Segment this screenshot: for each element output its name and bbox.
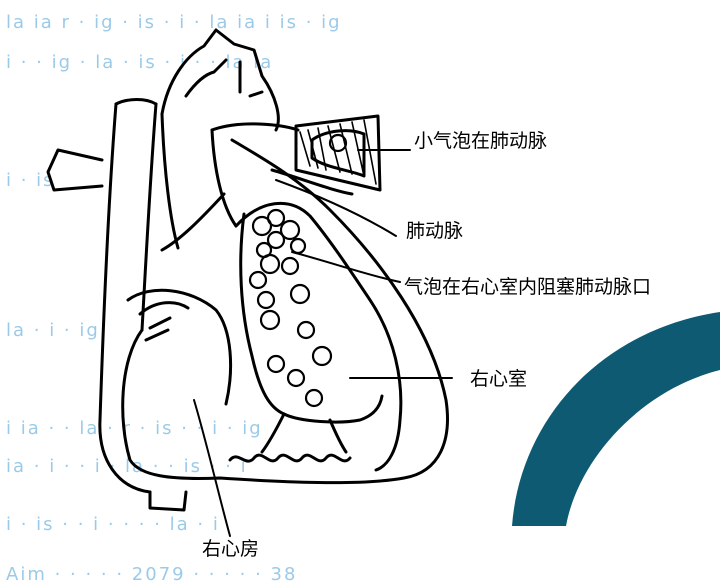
- label-pulmonary-artery: 肺动脉: [406, 222, 463, 241]
- label-bubble-in-pulmonary-artery: 小气泡在肺动脉: [414, 132, 547, 151]
- inferior-vena-cava: [150, 492, 186, 510]
- air-bubbles: [250, 135, 346, 406]
- pulmonary-branch: [296, 116, 380, 190]
- aortic-arch: [162, 30, 278, 130]
- brachiocephalic-vein: [48, 150, 102, 190]
- label-right-atrium: 右心房: [202, 540, 259, 559]
- label-bubbles-block-rv: 气泡在右心室内阻塞肺动脉口: [404, 278, 651, 297]
- label-right-ventricle: 右心室: [470, 370, 527, 389]
- pulmonary-trunk: [212, 124, 298, 130]
